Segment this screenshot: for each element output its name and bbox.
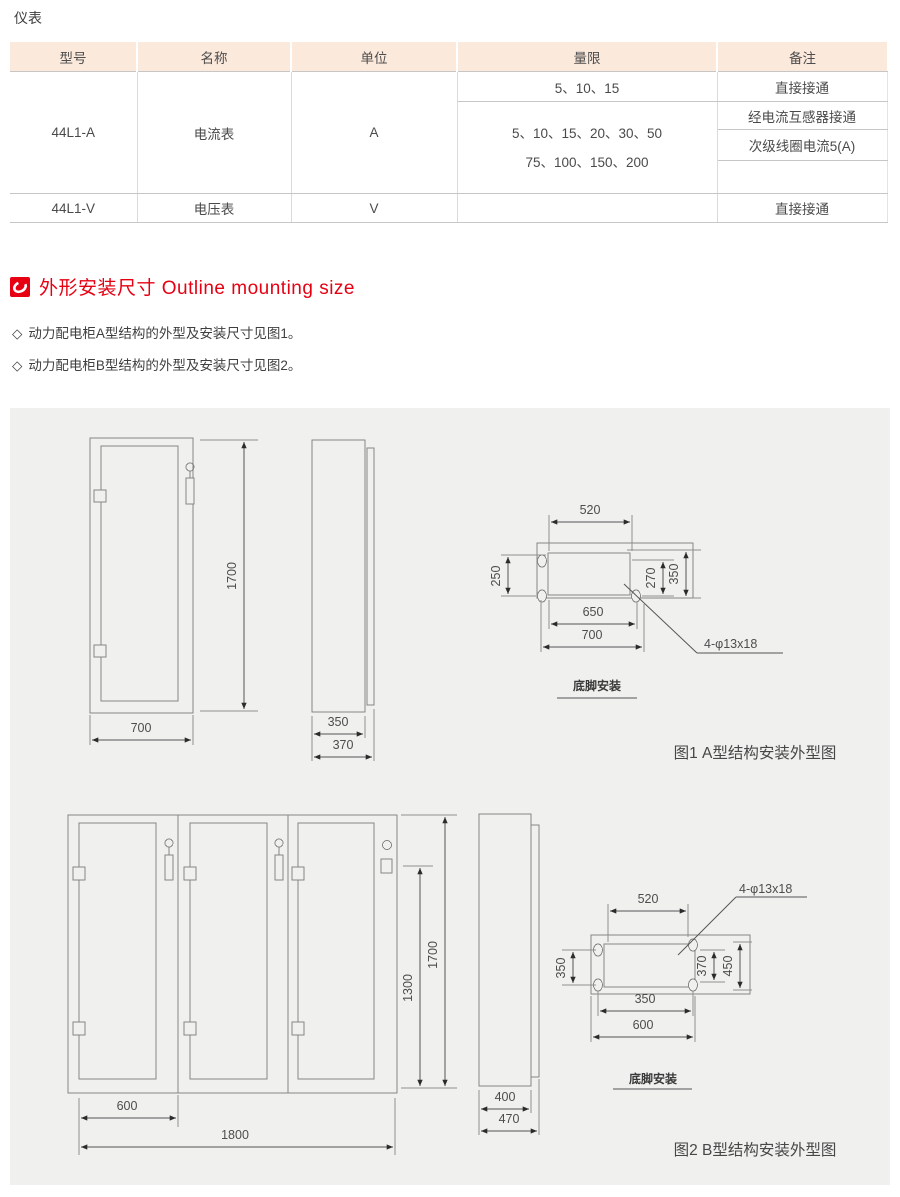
fig1-base-plan: 520 250 270 350 650 700 4-φ13x18 底脚安装 [489, 503, 783, 699]
bullet-item-b-type: ◇ 动力配电柜B型结构的外型及安装尺寸见图2。 [12, 354, 301, 374]
holes-callout-label: 4-φ13x18 [739, 882, 792, 896]
dim-front-height: 1700 [426, 941, 440, 969]
fig1-side-dimensions: 350 370 [311, 709, 375, 761]
cell-model-ammeter: 44L1-A [10, 71, 138, 194]
hinge-icon [291, 866, 305, 881]
col-header-range: 量限 [457, 42, 718, 72]
cell-name-ammeter: 电流表 [137, 71, 292, 194]
cell-model-voltmeter: 44L1-V [10, 193, 138, 223]
bullet-item-a-type: ◇ 动力配电柜A型结构的外型及安装尺寸见图1。 [12, 322, 301, 342]
cell-range-voltmeter-empty [457, 193, 718, 223]
cell-note-ct: 经电流互感器接通 [717, 101, 888, 130]
lock-knob-icon [274, 838, 284, 848]
fig1-front-dimensions: 1700 700 [89, 439, 258, 745]
door-latch-icon [380, 858, 393, 874]
cell-note-secondary: 次级线圈电流5(A) [717, 129, 888, 161]
door-handle-icon [274, 854, 284, 881]
dim-base-hole-depth: 370 [695, 956, 709, 977]
dim-base-depth: 350 [667, 564, 681, 585]
dim-base-left-depth: 350 [554, 958, 568, 979]
mounting-hole-icon [688, 978, 698, 992]
fig2-side-dimensions: 400 470 [478, 1079, 540, 1135]
dim-front-width: 1800 [221, 1128, 249, 1142]
dim-door-width: 600 [117, 1099, 138, 1113]
dim-base-hole-width: 650 [583, 605, 604, 619]
foot-mount-label: 底脚安装 [629, 1071, 677, 1086]
table-row: 44L1-A 电流表 A 5、10、15 直接接通 [10, 71, 888, 194]
dim-base-width: 600 [633, 1018, 654, 1032]
door-handle-icon [164, 854, 174, 881]
lock-knob-icon [382, 840, 392, 850]
col-header-note: 备注 [717, 42, 887, 72]
diamond-marker: ◇ [12, 326, 23, 341]
fig2-side-view [478, 813, 540, 1087]
table-row [10, 160, 888, 194]
technical-drawings: 1700 700 350 370 520 250 [67, 437, 837, 1159]
cell-unit-ammeter: A [291, 71, 458, 194]
table-row: 5、10、15、20、30、50 75、100、150、200 经电流互感器接通 [10, 101, 888, 194]
hinge-icon [72, 866, 86, 881]
fig1-side-view [311, 439, 375, 713]
col-header-name: 名称 [137, 42, 292, 72]
table-row: 44L1-V 电压表 V 直接接通 [10, 193, 888, 223]
page-title: 仪表 [14, 10, 42, 26]
table-header-row: 型号 名称 单位 量限 备注 [10, 42, 887, 72]
hinge-icon [93, 644, 107, 658]
cell-name-voltmeter: 电压表 [137, 193, 292, 223]
section-title: 外形安装尺寸 Outline mounting size [39, 278, 355, 299]
dim-base-top-width: 520 [580, 503, 601, 517]
table-row: 次级线圈电流5(A) [10, 129, 888, 161]
instrument-table: 型号 名称 单位 量限 备注 44L1-A 电流表 A 5、10、15 直接接通… [10, 42, 888, 223]
dim-side-width: 400 [495, 1090, 516, 1104]
dim-base-width: 700 [582, 628, 603, 642]
foot-mount-label: 底脚安装 [573, 678, 621, 693]
holes-callout-label: 4-φ13x18 [704, 637, 757, 651]
dim-front-height: 1700 [225, 562, 239, 590]
cell-unit-voltmeter: V [291, 193, 458, 223]
cell-range-direct: 5、10、15 [457, 71, 718, 102]
dim-base-left-depth: 250 [489, 566, 503, 587]
diamond-marker: ◇ [12, 358, 23, 373]
cell-range-ct: 5、10、15、20、30、50 75、100、150、200 [457, 101, 718, 194]
cell-note-empty [717, 160, 888, 194]
range-ct-line1: 5、10、15、20、30、50 [511, 125, 663, 141]
col-header-unit: 单位 [291, 42, 458, 72]
dim-base-hole-width: 350 [635, 992, 656, 1006]
dim-side-depth: 470 [499, 1112, 520, 1126]
dim-side-depth: 370 [333, 738, 354, 752]
fig2-caption: 图2 B型结构安装外型图 [674, 1141, 837, 1159]
fig1-caption: 图1 A型结构安装外型图 [674, 744, 837, 762]
fig2-front-view [67, 814, 398, 1094]
dim-door-height: 1300 [401, 974, 415, 1002]
fig1-front-view [89, 437, 195, 714]
fig2-front-dimensions: 1700 1300 600 1800 [78, 814, 457, 1155]
dim-base-hole-depth: 270 [644, 568, 658, 589]
bullet-text: 动力配电柜B型结构的外型及安装尺寸见图2。 [28, 358, 302, 373]
dim-side-width: 350 [328, 715, 349, 729]
mounting-hole-icon [537, 589, 547, 603]
dim-front-width: 700 [131, 721, 152, 735]
dim-base-top-width: 520 [638, 892, 659, 906]
dim-base-depth: 450 [721, 956, 735, 977]
hinge-icon [72, 1021, 86, 1036]
cell-note-direct: 直接接通 [717, 71, 888, 102]
hinge-icon [183, 866, 197, 881]
range-ct-line2: 75、100、150、200 [525, 154, 649, 170]
hinge-icon [93, 489, 107, 503]
mounting-hole-icon [688, 938, 698, 952]
drawing-panel: 1700 700 350 370 520 250 [10, 408, 890, 1185]
hinge-icon [183, 1021, 197, 1036]
hinge-icon [291, 1021, 305, 1036]
bullet-text: 动力配电柜A型结构的外型及安装尺寸见图1。 [28, 326, 302, 341]
section-header: 外形安装尺寸 Outline mounting size [10, 273, 355, 300]
mounting-hole-icon [537, 554, 547, 568]
fig2-base-plan: 520 350 370 450 350 600 4-φ13x18 底脚安装 [554, 882, 807, 1090]
section-marker-icon [10, 276, 30, 297]
door-handle-icon [185, 477, 195, 505]
col-header-model: 型号 [10, 42, 138, 72]
cell-note-voltmeter: 直接接通 [717, 193, 888, 223]
lock-knob-icon [164, 838, 174, 848]
